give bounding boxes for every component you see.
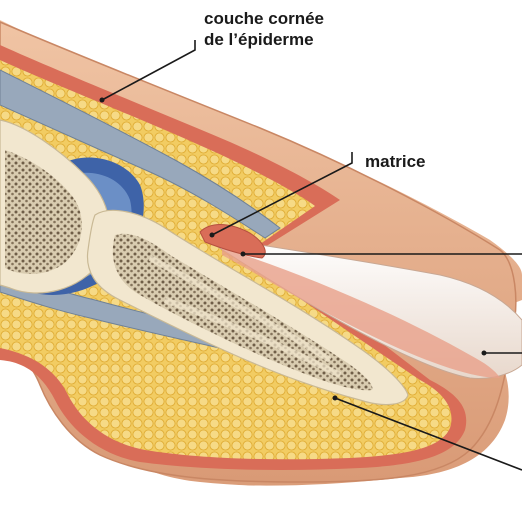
stratum-corneum-label-line1: couche cornée: [204, 9, 324, 28]
distal-phalanx-dot: [333, 396, 338, 401]
nail-matrix-label: matrice: [365, 152, 425, 171]
stratum-corneum-label-line2: de l’épiderme: [204, 30, 314, 49]
stratum-corneum-dot: [100, 98, 105, 103]
nail-plate-dot: [482, 351, 487, 356]
matrix-dot: [210, 233, 215, 238]
nail-root-dot: [241, 252, 246, 257]
